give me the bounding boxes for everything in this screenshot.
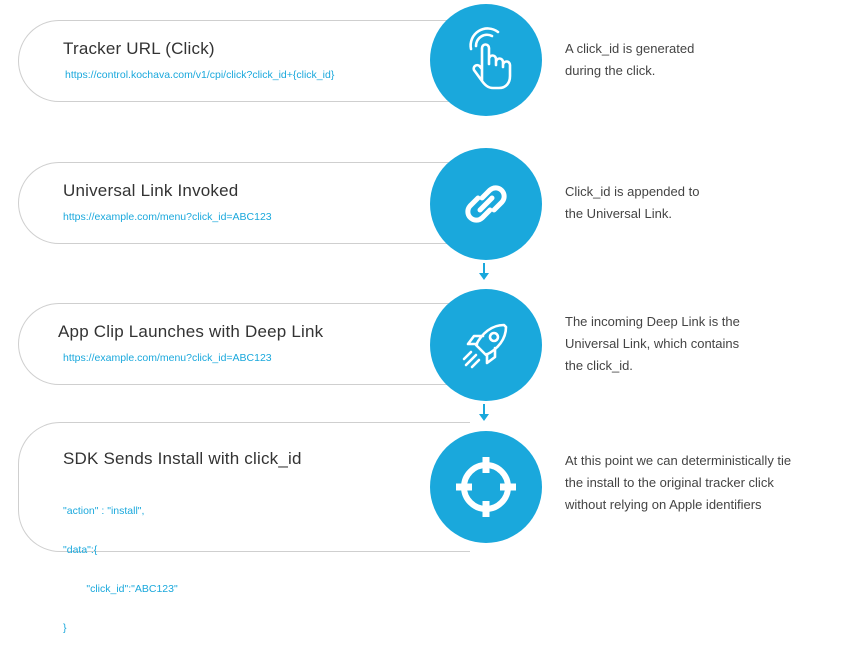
step-description: A click_id is generated during the click… <box>565 41 695 78</box>
step-title: Universal Link Invoked <box>63 181 239 200</box>
step-card: Universal Link Invoked https://example.c… <box>18 162 470 244</box>
step-card: App Clip Launches with Deep Link https:/… <box>18 303 470 385</box>
step-icon-circle <box>430 431 542 543</box>
step-description: At this point we can deterministically t… <box>565 453 792 512</box>
arrow-down-icon <box>479 263 489 280</box>
step-url: https://control.kochava.com/v1/cpi/click… <box>65 69 335 81</box>
step-icon-circle <box>430 148 542 260</box>
step-title: Tracker URL (Click) <box>63 39 215 58</box>
step-icon-circle <box>430 4 542 116</box>
step-description: Click_id is appended to the Universal Li… <box>565 184 700 221</box>
step-card: Tracker URL (Click) https://control.koch… <box>18 20 470 102</box>
install-payload: "action" : "install", "data":{ "click_id… <box>63 505 178 634</box>
arrow-down-icon <box>479 404 489 421</box>
step-icon-circle <box>430 289 542 401</box>
step-card: SDK Sends Install with click_id "action"… <box>18 422 470 634</box>
crosshair-icon <box>456 457 516 517</box>
tap-hand-icon <box>469 27 512 90</box>
step-description: The incoming Deep Link is the Universal … <box>565 314 740 373</box>
rocket-icon <box>462 323 508 369</box>
step-url: https://example.com/menu?click_id=ABC123 <box>63 352 272 364</box>
step-title: SDK Sends Install with click_id <box>63 449 302 468</box>
link-icon <box>465 185 507 223</box>
step-url: https://example.com/menu?click_id=ABC123 <box>63 211 272 223</box>
step-title: App Clip Launches with Deep Link <box>58 322 324 341</box>
